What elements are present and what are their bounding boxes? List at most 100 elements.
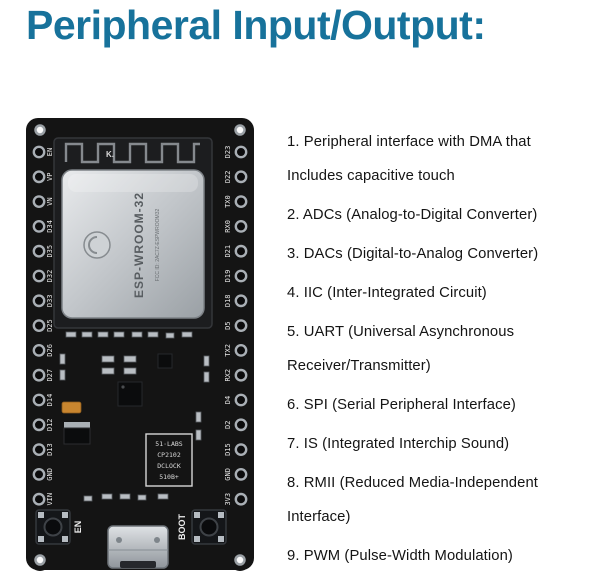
pin-label: EN	[46, 148, 54, 156]
en-button	[35, 509, 71, 545]
tantalum-capacitor	[61, 401, 82, 414]
pin-hole	[234, 170, 248, 184]
pin-label: D32	[46, 270, 54, 283]
pin-hole	[234, 467, 248, 481]
usb-bridge-chip	[117, 381, 143, 407]
silkscreen-line: 510B+	[159, 473, 179, 481]
pin-label: GND	[224, 468, 232, 481]
pin-hole	[32, 269, 46, 283]
espressif-logo	[83, 231, 111, 259]
pin-hole	[32, 343, 46, 357]
pin-hole	[32, 170, 46, 184]
pin-label: D15	[224, 443, 232, 456]
pin-label: D5	[224, 321, 232, 329]
ic-chip	[157, 353, 173, 369]
silkscreen-line: CP2102	[157, 451, 181, 459]
feature-item: 8. RMII (Reduced Media-Independent Inter…	[287, 475, 538, 525]
pin-label: D19	[224, 270, 232, 283]
feature-item: 2. ADCs (Analog-to-Digital Converter)	[287, 207, 538, 223]
pin-label: 3V3	[224, 493, 232, 506]
pin-hole	[234, 343, 248, 357]
pin-label: RX0	[224, 220, 232, 233]
feature-item: 4. IIC (Inter-Integrated Circuit)	[287, 285, 487, 301]
pin-hole	[32, 467, 46, 481]
wifi-module: ESP-WROOM-32 FCC ID: 2AC7Z-ESPWROOM32 K.	[53, 137, 213, 329]
pin-label: VN	[46, 197, 54, 205]
module-fcc-label: FCC ID: 2AC7Z-ESPWROOM32	[155, 209, 161, 282]
module-name-label: ESP-WROOM-32	[132, 192, 146, 298]
pin-hole	[234, 195, 248, 209]
pin-hole	[234, 368, 248, 382]
pin-hole	[32, 368, 46, 382]
pin-label: D34	[46, 220, 54, 233]
silkscreen-line: DCLOCK	[157, 462, 181, 470]
pin-label: D18	[224, 294, 232, 307]
antenna	[64, 142, 200, 164]
pin-hole	[234, 319, 248, 333]
esp32-board-image: ESP-WROOM-32 FCC ID: 2AC7Z-ESPWROOM32 K.	[26, 118, 254, 571]
feature-item: 1. Peripheral interface with DMA that In…	[287, 134, 531, 184]
mounting-hole	[34, 124, 46, 136]
silkscreen-box: 51·LABS CP2102 DCLOCK 510B+	[145, 433, 193, 487]
pin-label: RX2	[224, 369, 232, 382]
voltage-regulator	[63, 422, 91, 445]
pin-hole	[234, 443, 248, 456]
en-button-label: EN	[73, 521, 83, 534]
pin-label: D33	[46, 294, 54, 307]
components: 51·LABS CP2102 DCLOCK 510B+	[59, 331, 210, 502]
pin-label: TX0	[224, 195, 232, 208]
pin-label: D12	[46, 418, 54, 431]
pin-hole	[32, 443, 46, 456]
pin-hole	[234, 393, 248, 407]
pin-label: TX2	[224, 344, 232, 357]
pin-label: D14	[46, 394, 54, 407]
pin-label: D4	[224, 396, 232, 404]
pin-hole	[32, 418, 46, 432]
pin-hole	[32, 195, 46, 209]
pin-hole	[234, 244, 248, 258]
pin-hole	[32, 145, 46, 159]
mounting-hole	[234, 554, 246, 566]
page-title: Peripheral Input/Output:	[26, 2, 486, 48]
pin-hole	[234, 145, 248, 159]
pin-label: D22	[224, 170, 232, 183]
pin-hole	[32, 319, 46, 333]
pin-label: D35	[46, 245, 54, 258]
pin-label: D23	[224, 146, 232, 159]
feature-item: 5. UART (Universal Asynchronous Receiver…	[287, 324, 515, 374]
silkscreen-k-label: K.	[106, 150, 114, 159]
features-list: 1. Peripheral interface with DMA that In…	[287, 125, 590, 578]
pin-hole	[234, 492, 248, 506]
pin-hole	[32, 393, 46, 407]
pin-label: VIN	[46, 493, 54, 506]
micro-usb-port	[107, 525, 169, 569]
pin-label: D2	[224, 421, 232, 429]
feature-item: 6. SPI (Serial Peripheral Interface)	[287, 397, 516, 413]
feature-item: 7. IS (Integrated Interchip Sound)	[287, 436, 510, 452]
pin-label: D27	[46, 369, 54, 382]
pin-hole	[32, 492, 46, 506]
pin-hole	[32, 220, 46, 233]
pin-label: D26	[46, 344, 54, 357]
pin-label: D13	[46, 443, 54, 456]
pin-hole	[234, 269, 248, 283]
pin-hole	[32, 244, 46, 258]
pin-label: D21	[224, 245, 232, 258]
boot-button-label: BOOT	[177, 513, 187, 540]
mounting-hole	[234, 124, 246, 136]
boot-button	[191, 509, 227, 545]
feature-item: 9. PWM (Pulse-Width Modulation)	[287, 548, 513, 564]
mounting-hole	[34, 554, 46, 566]
metal-shield	[61, 169, 205, 319]
pin-label: VP	[46, 173, 54, 181]
pin-hole	[234, 418, 248, 432]
pin-label: GND	[46, 468, 54, 481]
pin-hole	[234, 220, 248, 233]
pin-hole	[234, 294, 248, 308]
pin-label: D25	[46, 319, 54, 332]
silkscreen-line: 51·LABS	[155, 440, 182, 448]
pin-hole	[32, 294, 46, 308]
feature-item: 3. DACs (Digital-to-Analog Converter)	[287, 246, 539, 262]
